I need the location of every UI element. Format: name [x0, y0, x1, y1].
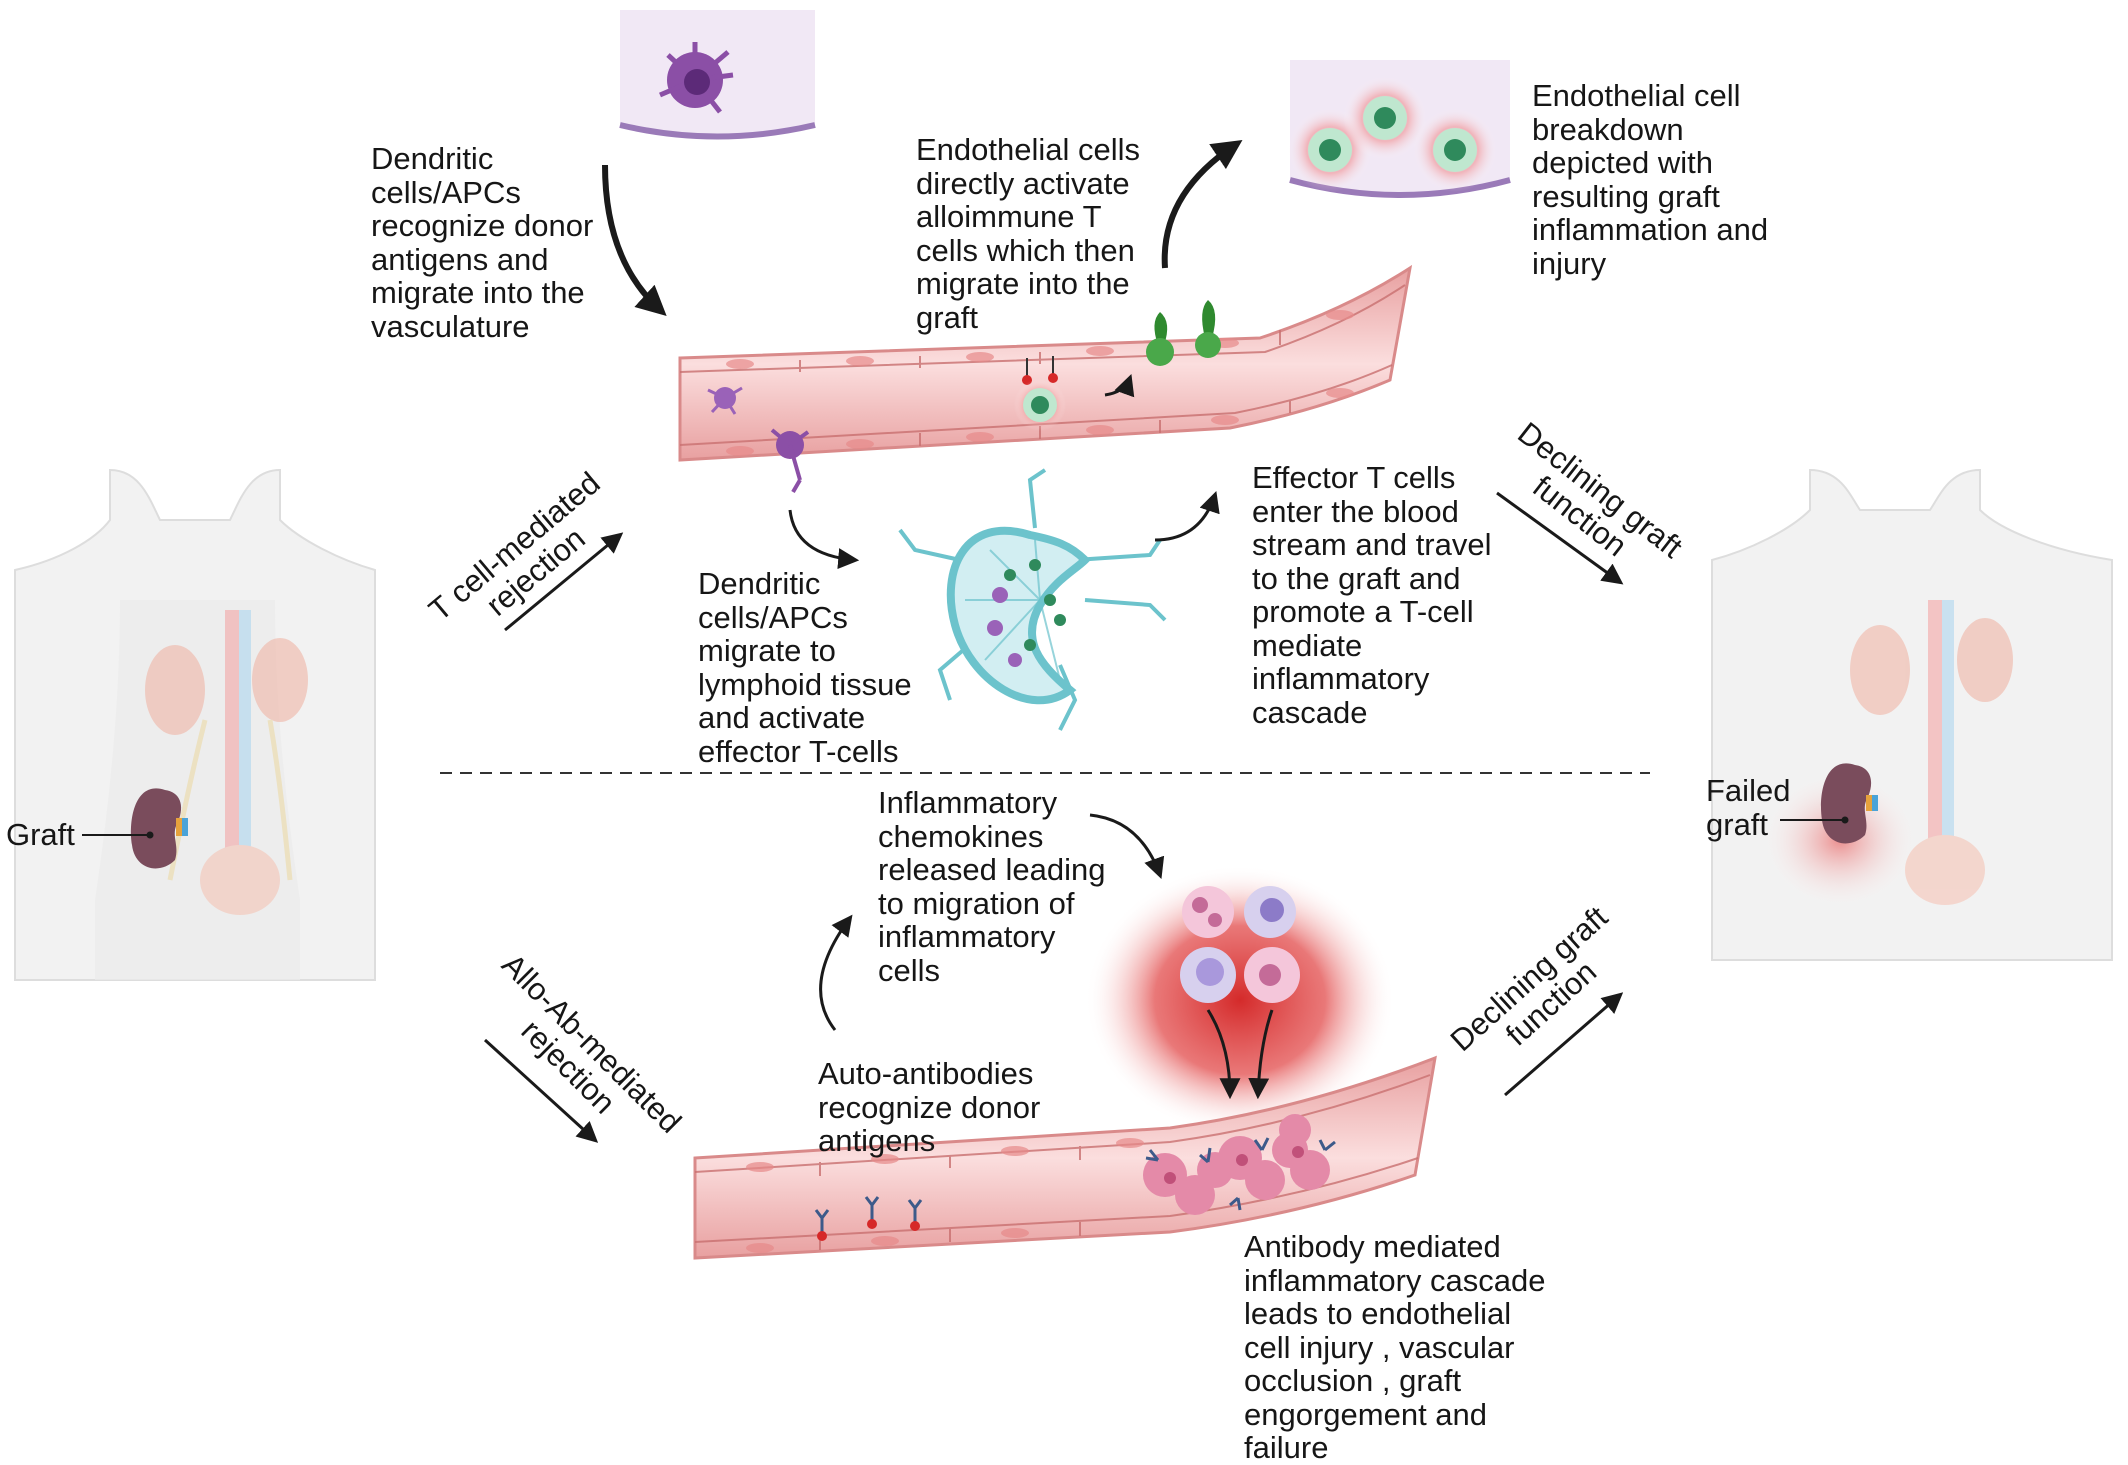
- arrow-allo-rejection: [483, 1038, 599, 1143]
- label-endothelial-activate: Endothelial cells directly activate allo…: [916, 132, 1141, 335]
- right-body: [1711, 468, 2113, 961]
- arrow-cells-to-vessel-2: [1248, 1009, 1274, 1100]
- top-vessel: [678, 264, 1413, 494]
- dc-exiting-vessel: [770, 428, 810, 494]
- label-ab-cascade: Antibody mediated inflammatory cascade l…: [1244, 1229, 1546, 1465]
- migrating-tcells: [1146, 300, 1221, 366]
- label-endothelial-breakdown: Endothelial cell breakdown depicted with…: [1532, 78, 1769, 281]
- arrow-chemokines-to-cells: [1089, 813, 1165, 879]
- arrow-dc-to-vessel: [602, 164, 667, 317]
- arrow-declining-top: [1496, 491, 1624, 585]
- arrows: [483, 140, 1624, 1143]
- lymph-node: [898, 468, 1167, 731]
- inflammatory-cells: [1085, 865, 1395, 1135]
- label-chemokines: Inflammatory chemokines released leading…: [878, 785, 1106, 988]
- antibodies-on-antigens: [814, 1196, 923, 1241]
- label-dc-recognize: Dendritic cells/APCs recognize donor ant…: [371, 141, 594, 344]
- label-dc-migrate: Dendritic cells/APCs migrate to lymphoid…: [698, 566, 912, 769]
- damaged-endothelium: [1143, 1114, 1336, 1215]
- left-body: [14, 468, 376, 981]
- graft-pointer-dot: [146, 831, 154, 839]
- arrow-declining-bottom: [1504, 992, 1624, 1097]
- endothelial-breakdown-panel: [1288, 60, 1511, 198]
- arrow-cells-to-vessel-1: [1206, 1009, 1241, 1100]
- arrow-tcell-rejection: [504, 532, 624, 632]
- label-effector-tcells: Effector T cells enter the blood stream …: [1252, 460, 1492, 730]
- graft-kidney: [130, 788, 188, 869]
- tcell-in-vessel: [1014, 379, 1066, 431]
- label-auto-antibodies: Auto-antibodies recognize donor antigens: [818, 1056, 1041, 1158]
- bottom-vessel: [693, 1055, 1437, 1260]
- arrow-tcell-to-graft: [1104, 374, 1135, 398]
- arrow-vessel-to-breakdown: [1161, 140, 1243, 269]
- failed-graft-pointer-dot: [1841, 816, 1849, 824]
- arrow-dc-to-lymph: [788, 509, 860, 570]
- dc-in-vessel: [707, 386, 743, 415]
- arrow-lymph-to-effector: [1154, 491, 1220, 542]
- label-failed-graft: Failed graft: [1706, 773, 1791, 842]
- label-graft: Graft: [6, 817, 75, 852]
- dendritic-panel: [619, 10, 816, 140]
- arrow-autoab-to-chemokines: [819, 914, 853, 1031]
